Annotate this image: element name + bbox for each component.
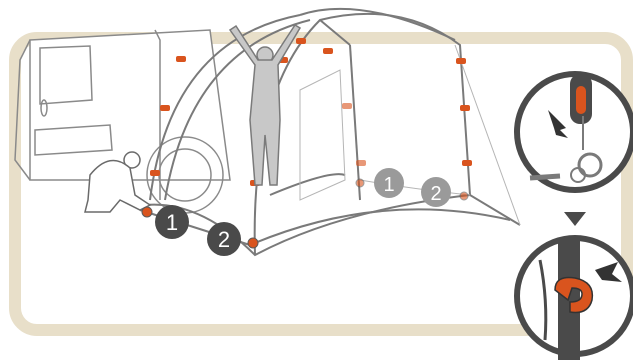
- standing-person: [230, 25, 300, 185]
- badge-back-1: 1: [374, 168, 404, 198]
- detail-pointer-triangle: [564, 212, 586, 226]
- badge-back-2-label: 2: [430, 183, 441, 205]
- badge-front-1-label: 1: [166, 210, 178, 235]
- badge-back-2: 2: [421, 177, 451, 207]
- detail-hook-attachment: [517, 238, 633, 360]
- badge-back-1-label: 1: [383, 174, 394, 196]
- detail-ring-attachment: [517, 74, 633, 190]
- badge-front-2-label: 2: [218, 227, 230, 252]
- badge-front-1: 1: [155, 205, 189, 239]
- badge-front-2: 2: [207, 222, 241, 256]
- tent-wall: [300, 45, 520, 225]
